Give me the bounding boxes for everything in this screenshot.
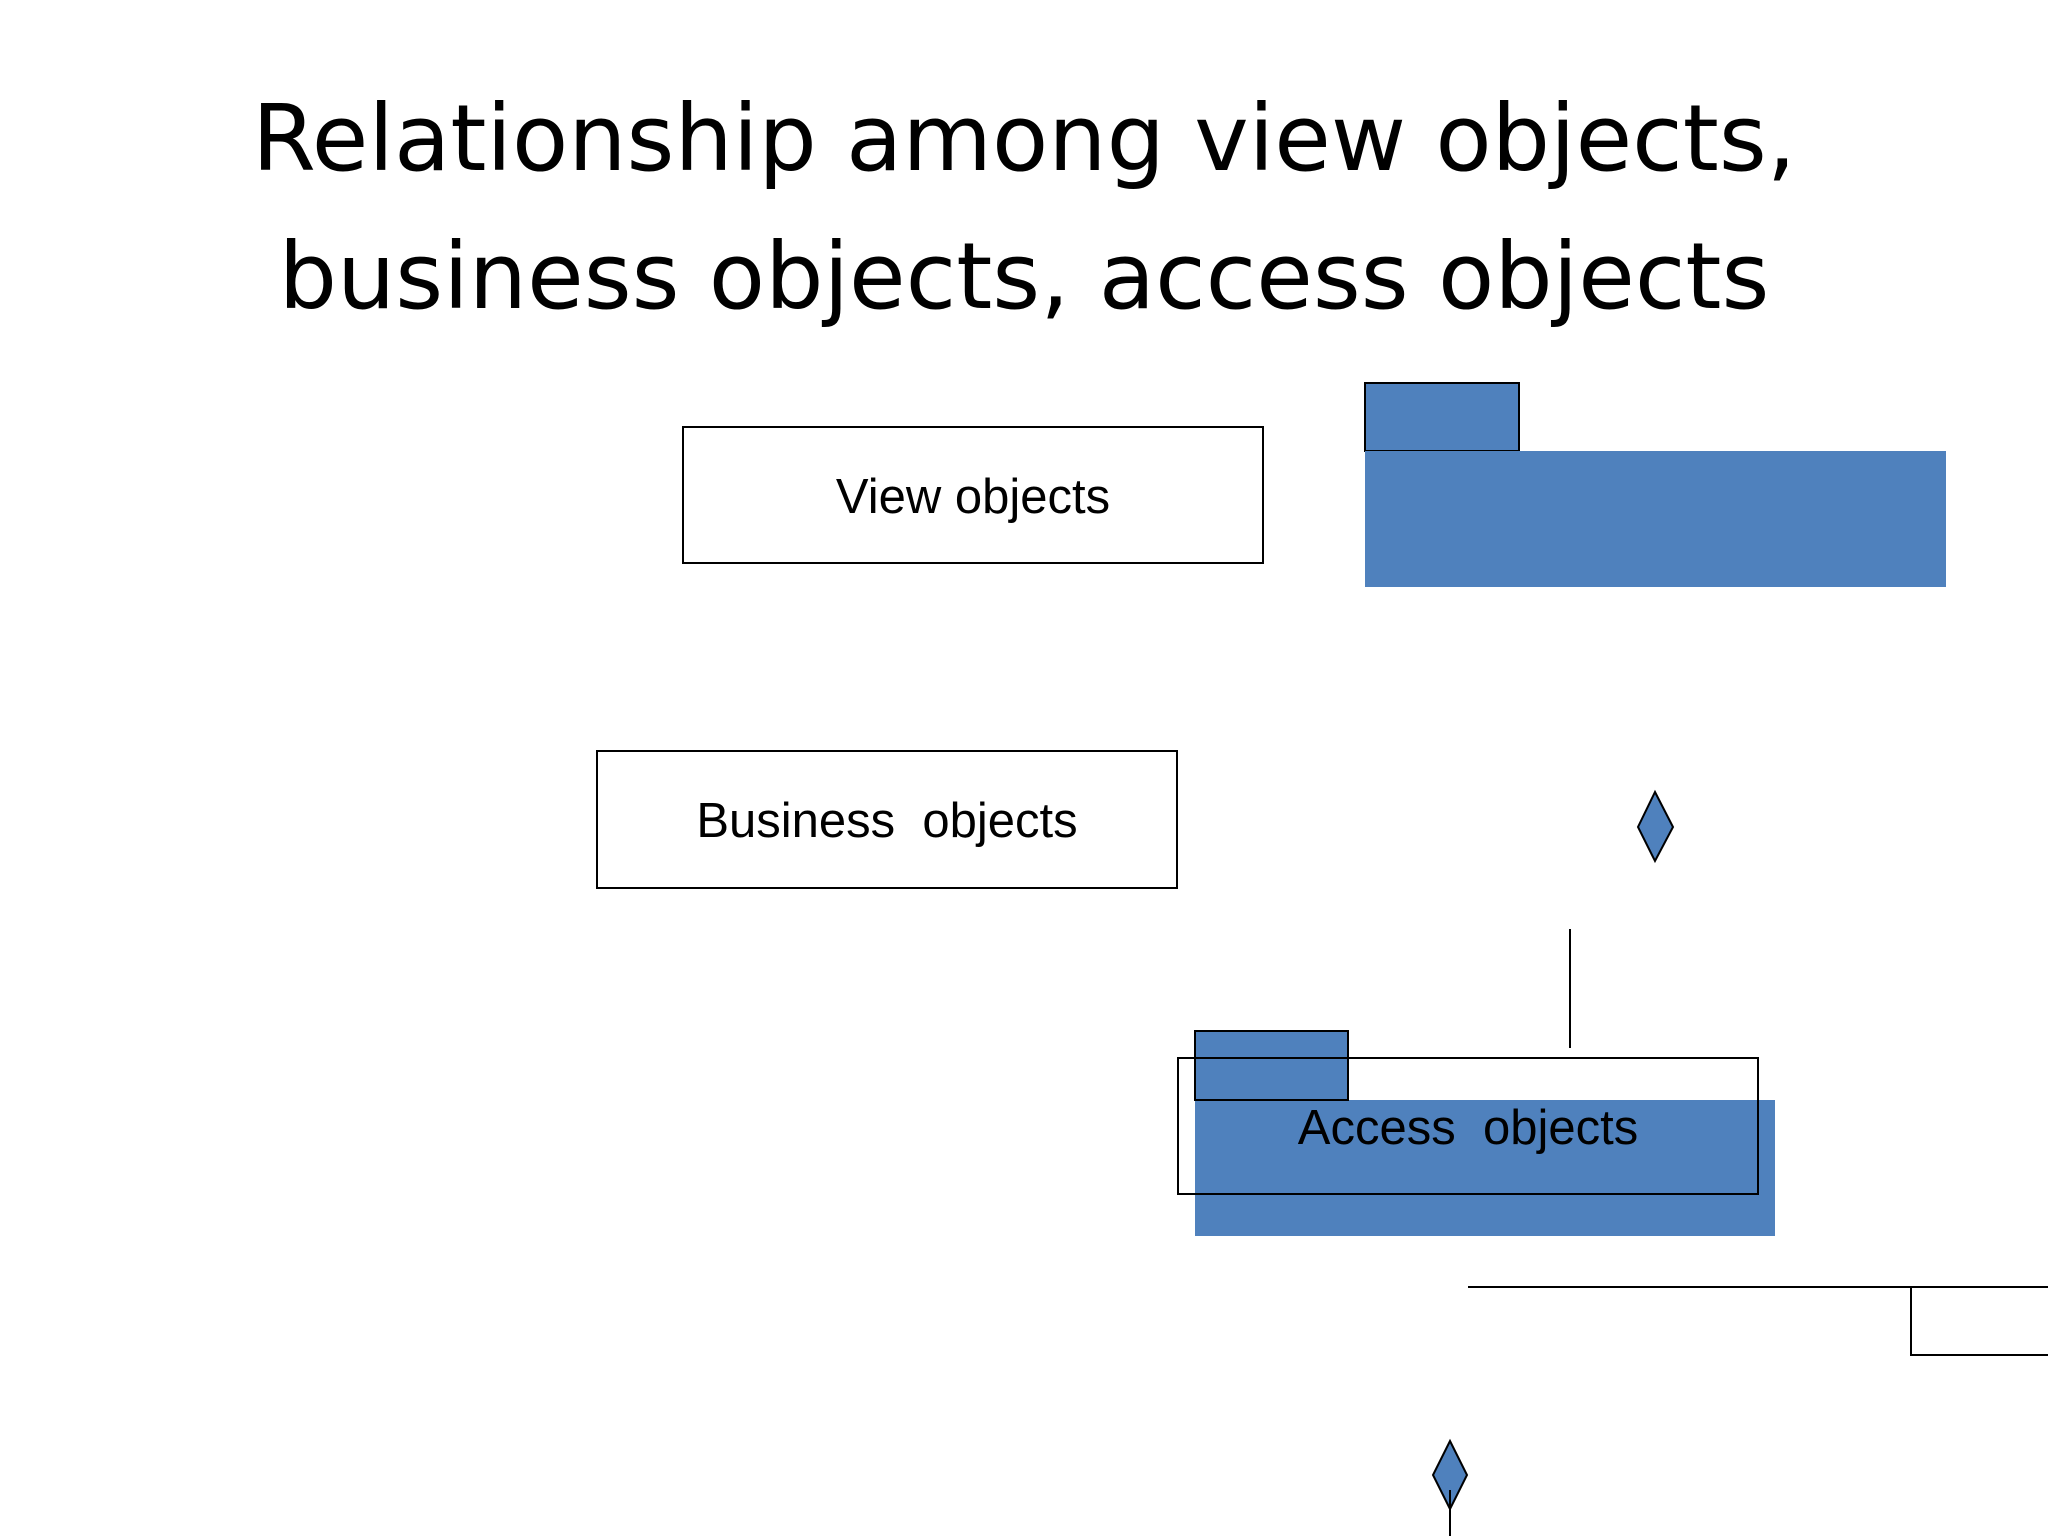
slide-title: Relationship among view objects, busines… [0,70,2048,346]
diamond-connector-upper [1636,789,1675,864]
access-class-body [1195,1100,1775,1236]
access-objects-box [1177,1057,1759,1195]
title-line-2: business objects, access objects [278,223,1770,330]
view-class-tab [1364,382,1520,452]
partial-box-right [1910,1287,2048,1356]
business-objects-label: Business objects [696,794,1078,848]
title-line-1: Relationship among view objects, [251,85,1796,192]
access-class-tab [1194,1030,1349,1101]
view-class-body [1365,451,1946,587]
view-objects-label: View objects [835,470,1111,524]
business-objects-box [596,750,1178,889]
view-objects-box [682,426,1264,564]
access-objects-label: Access objects [1297,1101,1639,1155]
